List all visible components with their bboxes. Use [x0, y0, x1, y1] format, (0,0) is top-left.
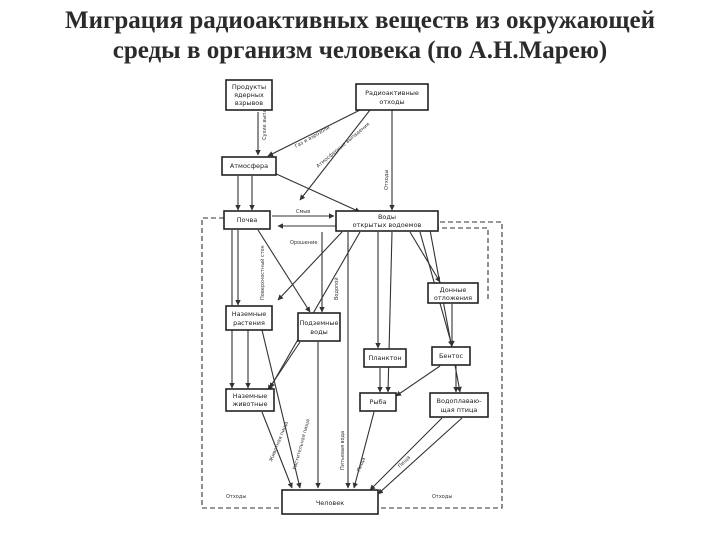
edge-water-to-animals — [269, 231, 361, 389]
svg-text:отходы: отходы — [379, 98, 404, 106]
edge-animals-to-human — [261, 411, 293, 489]
slide-title-line-2: среды в организм человека (по А.Н.Марею) — [112, 37, 608, 64]
edge-fish-to-human — [352, 411, 375, 489]
svg-text:Продукты: Продукты — [232, 83, 266, 91]
edge-labels: Газ и аэрозоли Атмосферные выпадения Сух… — [226, 93, 452, 500]
svg-text:растения: растения — [233, 319, 265, 327]
svg-text:животные: животные — [232, 400, 267, 408]
edge-atmosphere-to-water — [271, 171, 361, 213]
svg-text:Наземные: Наземные — [232, 310, 267, 318]
svg-text:Наземные: Наземные — [233, 392, 268, 400]
edge-label-drinking-water: Питьевая вода — [340, 431, 346, 470]
node-fish: Рыба — [359, 392, 397, 412]
svg-text:Донные: Донные — [440, 286, 467, 294]
edge-label-discharge: Отходы — [384, 170, 390, 190]
node-plankton: Планктон — [363, 348, 407, 368]
edge-benthos-to-fish — [395, 365, 441, 397]
svg-text:Радиоактивные: Радиоактивные — [365, 89, 419, 97]
edge-label-irrigation: Орошение — [290, 240, 317, 246]
svg-text:Атмосфера: Атмосфера — [230, 162, 268, 170]
svg-text:Планктон: Планктон — [368, 354, 401, 362]
node-groundwater: Подземные воды — [297, 312, 341, 342]
edge-waste-to-atmosphere — [267, 109, 361, 157]
node-soil: Почва — [223, 210, 271, 230]
node-nuclear-products: Продукты ядерных взрывов — [225, 79, 273, 111]
node-land-plants: Наземные растения — [225, 305, 273, 331]
svg-text:открытых водоемов: открытых водоемов — [353, 221, 422, 229]
edge-label-food-fish: Пища — [356, 457, 367, 473]
edge-soil-to-groundwater — [257, 229, 311, 313]
edge-label-runoff: Смыв — [296, 209, 310, 215]
svg-text:Почва: Почва — [237, 216, 258, 224]
edge-label-food-bird: Пища — [397, 455, 412, 470]
node-benthos: Бентос — [431, 346, 471, 366]
edge-label-waste-left: Отходы — [226, 494, 246, 500]
svg-text:Подземные: Подземные — [299, 319, 338, 327]
edge-waterfowl-to-human — [369, 417, 443, 491]
edge-label-fallout-2: Сухие выпадения — [262, 93, 268, 140]
edges — [229, 109, 463, 495]
svg-text:Человек: Человек — [316, 499, 344, 507]
svg-text:Бентос: Бентос — [439, 352, 463, 360]
svg-text:Рыба: Рыба — [369, 398, 386, 406]
slide-title-line-1: Миграция радиоактивных веществ из окружа… — [65, 7, 655, 34]
node-land-animals: Наземные животные — [225, 388, 275, 412]
node-open-waters: Воды открытых водоемов — [335, 210, 439, 232]
svg-text:Воды: Воды — [378, 213, 396, 221]
svg-text:взрывов: взрывов — [235, 99, 263, 107]
svg-text:щая птица: щая птица — [441, 406, 478, 414]
edge-groundwater-to-animals — [267, 341, 301, 391]
svg-text:Водоплаваю-: Водоплаваю- — [437, 397, 483, 405]
node-waterfowl: Водоплаваю- щая птица — [429, 392, 489, 418]
node-radioactive-waste: Радиоактивные отходы — [355, 83, 429, 111]
slide-title: Миграция радиоактивных веществ из окружа… — [0, 6, 720, 66]
node-atmosphere: Атмосфера — [221, 156, 277, 176]
edge-label-watering: Водопой — [333, 277, 340, 300]
edge-label-gases: Газ и аэрозоли — [294, 125, 331, 150]
svg-text:отложения: отложения — [434, 294, 472, 302]
edge-water-to-sediments — [409, 231, 441, 283]
edge-label-surface-runoff: Поверхностный сток — [259, 245, 266, 300]
edge-waste-to-soil — [299, 109, 371, 201]
edge-water-to-fish — [385, 231, 393, 393]
edge-plants-to-human — [261, 329, 302, 489]
edge-label-food-plant: Растительная пища — [292, 418, 311, 470]
edge-label-waste-right: Отходы — [432, 494, 452, 500]
edge-waterfowl-to-human-2 — [377, 417, 463, 495]
svg-text:ядерных: ядерных — [234, 91, 264, 99]
node-human: Человек — [281, 489, 379, 515]
edge-water-to-plants — [277, 231, 343, 301]
svg-text:воды: воды — [310, 328, 327, 336]
node-bottom-sediments: Донные отложения — [427, 282, 479, 304]
